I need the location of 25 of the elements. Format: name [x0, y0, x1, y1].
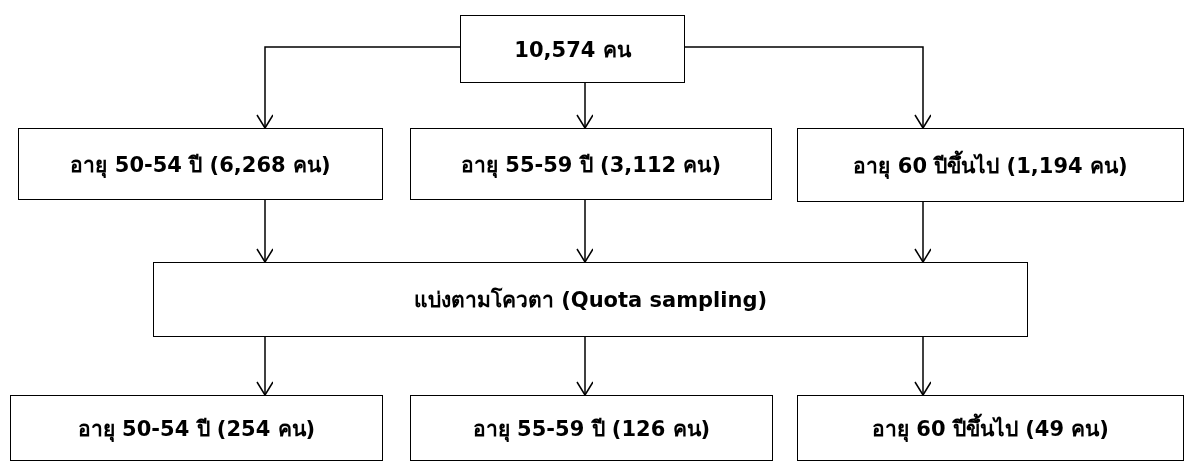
group-box [410, 395, 773, 461]
arrow [256, 46, 461, 129]
arrow [256, 336, 274, 396]
group-box [410, 128, 772, 200]
group-box [10, 395, 383, 461]
arrow [914, 201, 932, 263]
box-label: อายุ 55-59 ปี (3,112 คน) [461, 151, 721, 180]
arrow [576, 82, 594, 129]
group-box [460, 15, 685, 83]
box-label: 10,574 คน [514, 36, 631, 64]
arrow [684, 46, 932, 129]
group-box [797, 128, 1184, 202]
box-label: อายุ 50-54 ปี (254 คน) [77, 415, 316, 444]
box-label: อายุ 60 ปีขึ้นไป (49 คน) [872, 411, 1109, 445]
group-box [18, 128, 383, 200]
arrow [256, 199, 274, 263]
arrow [914, 336, 932, 396]
method-box [153, 262, 1028, 337]
arrow [576, 336, 594, 396]
box-label: อายุ 60 ปีขึ้นไป (1,194 คน) [853, 148, 1128, 182]
group-box [797, 395, 1184, 461]
box-label: อายุ 55-59 ปี (126 คน) [472, 415, 711, 444]
box-label: อายุ 50-54 ปี (6,268 คน) [70, 151, 331, 180]
box-label: แบ่งตามโควตา (Quota sampling) [413, 286, 768, 314]
arrow [576, 199, 594, 263]
